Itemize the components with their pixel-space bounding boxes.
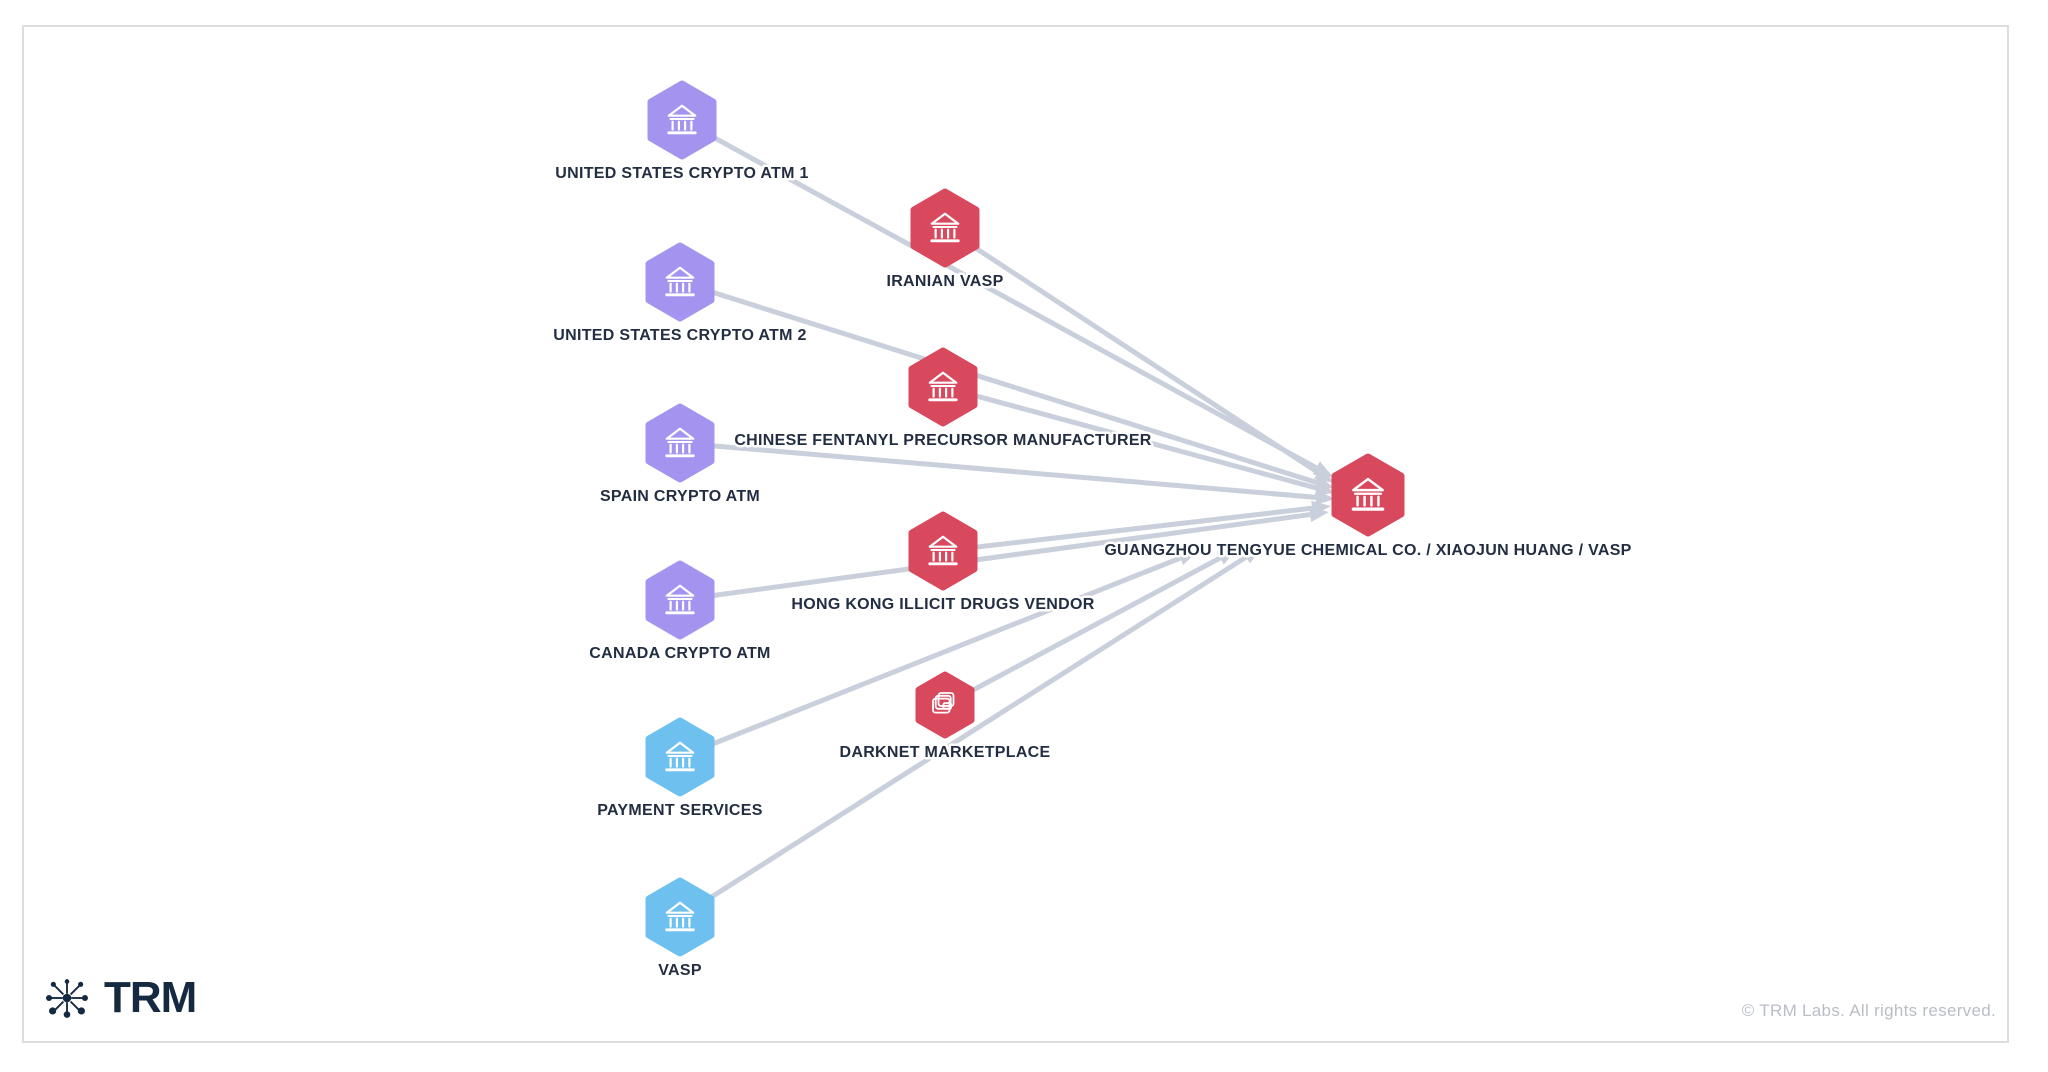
- node-label-darknet: DARKNET MARKETPLACE: [839, 744, 1050, 761]
- node-chinese-fentanyl[interactable]: [908, 347, 978, 427]
- node-us-atm-1[interactable]: [647, 80, 717, 160]
- edge-line[interactable]: [942, 384, 1318, 491]
- edge-line[interactable]: [942, 505, 1313, 554]
- edge-arrowhead: [1315, 489, 1335, 505]
- node-label-us-atm-1: UNITED STATES CRYPTO ATM 1: [555, 165, 808, 182]
- node-guangzhou[interactable]: [1331, 453, 1405, 537]
- edge-line[interactable]: [943, 225, 1320, 475]
- node-spain-atm[interactable]: [645, 403, 715, 483]
- node-payment-services[interactable]: [645, 717, 715, 797]
- edge-arrowhead: [1309, 507, 1329, 522]
- edge-line[interactable]: [679, 279, 1317, 485]
- edge-arrowhead: [1241, 547, 1262, 564]
- edge-line[interactable]: [680, 117, 1318, 471]
- node-darknet[interactable]: [915, 671, 975, 739]
- edge-canada-atm-to-guangzhou[interactable]: [679, 507, 1329, 603]
- node-label-payment-services: PAYMENT SERVICES: [597, 802, 762, 819]
- edge-arrowhead: [1216, 549, 1237, 565]
- node-hexagon[interactable]: [1331, 453, 1405, 537]
- edge-line[interactable]: [679, 512, 1311, 603]
- edge-line[interactable]: [679, 440, 1317, 500]
- edge-arrowhead: [1177, 551, 1198, 565]
- node-label-vasp: VASP: [658, 962, 702, 979]
- node-label-hk-drugs: HONG KONG ILLICIT DRUGS VENDOR: [791, 596, 1094, 613]
- graph-canvas: [22, 25, 2009, 1043]
- edge-line[interactable]: [943, 555, 1222, 708]
- copyright-text: © TRM Labs. All rights reserved.: [1741, 1001, 1996, 1020]
- edge-us-atm-2-to-guangzhou[interactable]: [679, 279, 1334, 490]
- node-label-iranian-vasp: IRANIAN VASP: [886, 273, 1003, 290]
- node-us-atm-2[interactable]: [645, 242, 715, 322]
- edge-spain-atm-to-guangzhou[interactable]: [679, 440, 1335, 505]
- node-vasp[interactable]: [645, 877, 715, 957]
- trm-logo: TRM: [44, 972, 197, 1024]
- node-label-chinese-fentanyl: CHINESE FENTANYL PRECURSOR MANUFACTURER: [734, 432, 1151, 449]
- edge-line[interactable]: [678, 555, 1248, 920]
- edge-payment-services-to-guangzhou[interactable]: [679, 551, 1198, 760]
- node-hexagon[interactable]: [915, 671, 975, 739]
- node-iranian-vasp[interactable]: [910, 188, 980, 268]
- edge-vasp-to-guangzhou[interactable]: [678, 547, 1262, 920]
- node-label-us-atm-2: UNITED STATES CRYPTO ATM 2: [553, 327, 806, 344]
- trm-logo-text: TRM: [104, 973, 197, 1022]
- node-hk-drugs[interactable]: [908, 511, 978, 591]
- node-canada-atm[interactable]: [645, 560, 715, 640]
- network-asterisk-icon: [46, 979, 88, 1018]
- node-label-spain-atm: SPAIN CRYPTO ATM: [600, 488, 760, 505]
- node-label-canada-atm: CANADA CRYPTO ATM: [589, 645, 770, 662]
- edge-line[interactable]: [679, 555, 1182, 760]
- node-label-guangzhou: GUANGZHOU TENGYUE CHEMICAL CO. / XIAOJUN…: [1104, 542, 1631, 559]
- edge-darknet-to-guangzhou[interactable]: [943, 549, 1237, 708]
